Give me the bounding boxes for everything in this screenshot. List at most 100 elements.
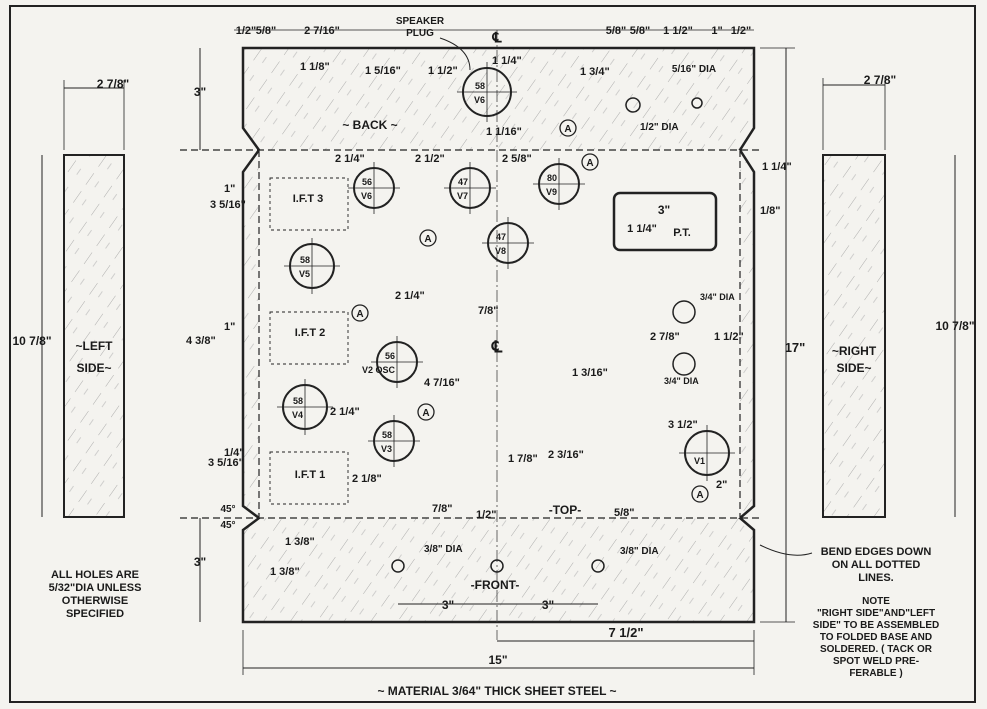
centerline-mark-top: ℄ [492, 29, 503, 45]
three-quarter-dia-label-2: 3/4" DIA [664, 376, 699, 386]
three-quarter-dia-label-1: 3/4" DIA [700, 292, 735, 302]
ift3-label: I.F.T 3 [293, 193, 324, 205]
left-side-label-2: SIDE~ [76, 361, 111, 375]
ift2-outline [269, 311, 349, 365]
assembly-note-6: SPOT WELD PRE- [833, 656, 919, 667]
socket-type-label: 47 [496, 232, 506, 242]
bend-note-2: ON ALL DOTTED [832, 559, 921, 571]
pt-label: P.T. [673, 227, 691, 239]
bend-note-1: BEND EDGES DOWN [821, 546, 932, 558]
dim-j2: 3 5/16" [208, 457, 244, 469]
holes-note-3: OTHERWISE [62, 595, 128, 607]
socket-tube-label: V3 [381, 444, 392, 454]
front-depth-dim: 3" [194, 555, 206, 569]
dim-y: 3 1/2" [668, 419, 698, 431]
dim-s: 2 3/16" [548, 449, 584, 461]
a-marker-letter: A [424, 234, 431, 245]
dim-r: 1 3/16" [572, 367, 608, 379]
assembly-note-3: SIDE" TO BE ASSEMBLED [813, 620, 939, 631]
front-left-spacing-dim: 3" [442, 598, 454, 612]
dim-ab: 1 1/2" [714, 331, 744, 343]
dim-k: 4 3/8" [186, 335, 216, 347]
dim-f: 1 3/4" [580, 66, 610, 78]
front-panel-label: -FRONT- [471, 578, 520, 592]
assembly-note-5: SOLDERED. ( TACK OR [820, 644, 933, 655]
top-dim-4: 5/8" [630, 25, 651, 37]
socket-type-label: 58 [293, 396, 303, 406]
top-dim-5: 1 1/2" [663, 25, 693, 37]
hole-five-sixteenth [691, 97, 703, 109]
drawing-border [9, 5, 976, 703]
dim-aa: 2 7/8" [650, 331, 680, 343]
dim-j: 3 5/16" [210, 199, 246, 211]
hole-three-quarter-1 [672, 300, 696, 324]
socket-type-label: 56 [385, 351, 395, 361]
a-marker-letter: A [696, 490, 703, 501]
speaker-plug-label-2: PLUG [406, 28, 434, 39]
back-depth-dim: 3" [194, 85, 206, 99]
overall-dimensions: 15" 7 1/2" 17" 3" 3" 3" 3" 45° 45° [194, 47, 806, 675]
socket-tube-label: V2 OSC [362, 365, 396, 375]
dim-ae: 2 1/8" [352, 473, 382, 485]
dim-x: 5/8" [614, 507, 635, 519]
dim-d: 1 1/4" [492, 55, 522, 67]
socket-tube-label: V6 [474, 95, 485, 105]
socket-tube-label: V8 [495, 246, 506, 256]
assembly-note-1: NOTE [862, 596, 890, 607]
socket-tube-label: V5 [299, 269, 310, 279]
socket-type-label: 80 [547, 173, 557, 183]
a-marker: A [559, 119, 577, 137]
dim-q: 2 1/4" [395, 290, 425, 302]
dim-i: 2 5/8" [502, 153, 532, 165]
ift1-outline [269, 451, 349, 505]
angle-dim-1: 45° [220, 504, 235, 515]
socket-tube-label: V1 [694, 456, 705, 466]
front-right-spacing-dim: 3" [542, 598, 554, 612]
holes-note: ALL HOLES ARE 5/32"DIA UNLESS OTHERWISE … [49, 569, 142, 620]
dim-z: 2" [716, 479, 727, 491]
centerline-mark-mid: ℄ [491, 339, 503, 356]
dim-g: 2 1/4" [335, 153, 365, 165]
small-holes [391, 97, 703, 573]
top-row-dims: 1/2" 5/8" 2 7/16" 5/8" 5/8" 1 1/2" 1" 1/… [234, 25, 754, 37]
socket-tube-label: V6 [361, 191, 372, 201]
a-marker: A [691, 485, 709, 503]
assembly-note-4: TO FOLDED BASE AND [820, 632, 932, 643]
assembly-note: NOTE "RIGHT SIDE"AND"LEFT SIDE" TO BE AS… [813, 596, 939, 679]
five-sixteenth-dia-label: 5/16" DIA [672, 64, 716, 75]
hole-half-inch [625, 97, 641, 113]
material-note: ~ MATERIAL 3/64" THICK SHEET STEEL ~ [377, 684, 616, 698]
right-side-width-dim: 2 7/8" [864, 73, 896, 87]
top-dim-2: 2 7/16" [304, 25, 340, 37]
back-panel-label: ~ BACK ~ [342, 118, 397, 132]
socket-tube-label: V4 [292, 410, 303, 420]
right-side-label-2: SIDE~ [836, 361, 871, 375]
speaker-plug-label-1: SPEAKER [396, 16, 445, 27]
ift3-outline [269, 177, 349, 231]
socket-tube-label: V7 [457, 191, 468, 201]
holes-note-2: 5/32"DIA UNLESS [49, 582, 142, 594]
dim-b: 1 5/16" [365, 65, 401, 77]
half-inch-dia-label: 1/2" DIA [640, 122, 679, 133]
front-hole-left-label: 3/8" DIA [424, 544, 463, 555]
dim-p: 2 1/4" [330, 406, 360, 418]
bend-note: BEND EDGES DOWN ON ALL DOTTED LINES. [759, 544, 932, 584]
right-side-panel: ~RIGHT SIDE~ 2 7/8" 10 7/8" [822, 73, 975, 518]
a-marker-letter: A [586, 158, 593, 169]
dim-u: 7/8" [478, 305, 499, 317]
hole-front-right [591, 559, 605, 573]
top-panel-label: -TOP- [549, 503, 581, 517]
a-marker: A [351, 304, 369, 322]
a-marker: A [419, 229, 437, 247]
overall-height-dim: 17" [785, 340, 806, 355]
